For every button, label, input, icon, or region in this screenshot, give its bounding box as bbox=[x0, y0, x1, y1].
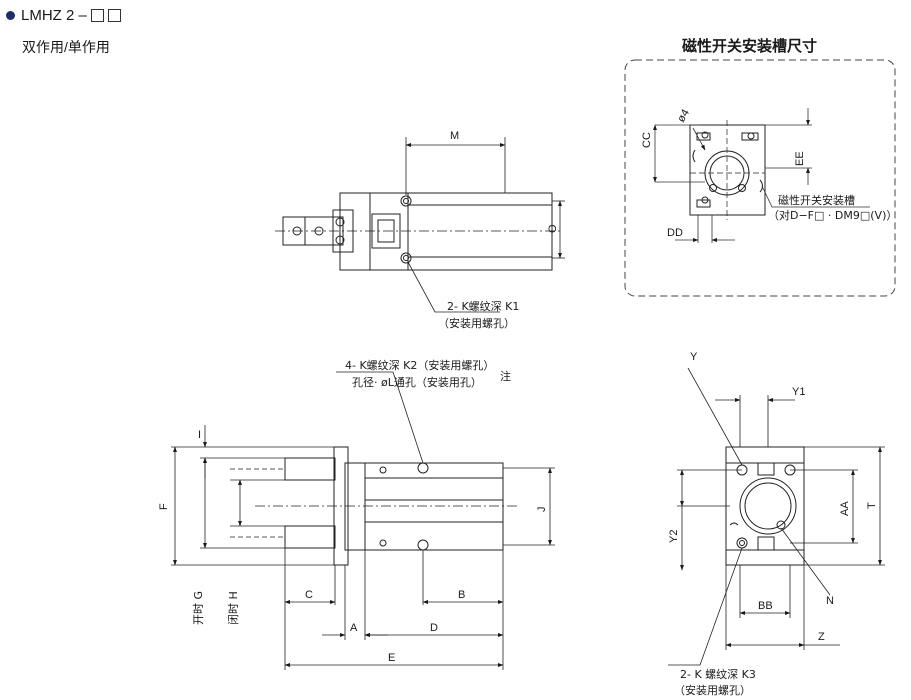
dim-y2: Y2 bbox=[668, 530, 680, 543]
slot-note-line2: （对D−F□ · DM9□(V)） bbox=[768, 208, 897, 222]
top-callout-line2: （安装用螺孔） bbox=[438, 316, 515, 330]
dim-d: D bbox=[430, 622, 438, 634]
end-callout-line2: （安装用螺孔） bbox=[674, 683, 751, 697]
dim-o: O bbox=[547, 224, 559, 233]
bullet-icon bbox=[6, 11, 15, 20]
dim-m: M bbox=[450, 130, 459, 142]
slot-note-line1: 磁性开关安装槽 bbox=[778, 193, 855, 207]
dim-y: Y bbox=[690, 351, 698, 363]
model-prefix: LMHZ 2 – bbox=[21, 7, 87, 24]
dim-j: J bbox=[536, 507, 548, 513]
top-callout-line1: 2- K螺纹深 K1 bbox=[447, 299, 519, 313]
dim-dia: ø4 bbox=[675, 107, 692, 124]
front-callout-line2: 孔径· øL通孔（安装用孔） bbox=[352, 375, 482, 389]
dim-aa: AA bbox=[839, 501, 851, 516]
dim-a: A bbox=[350, 622, 358, 634]
front-callout-note: 注 bbox=[500, 369, 511, 383]
dim-ee: EE bbox=[794, 151, 806, 166]
switch-slot-panel: CC ø4 EE DD 磁性开关安装槽 （对D−F□ · DM9□(V)） bbox=[624, 59, 897, 297]
dim-f: F bbox=[158, 503, 170, 510]
dim-h: 闭时 H bbox=[227, 591, 240, 625]
dim-i: I bbox=[198, 429, 201, 441]
slot-end-view bbox=[689, 120, 766, 220]
end-view bbox=[668, 367, 885, 666]
dim-z: Z bbox=[818, 631, 825, 643]
panel-title: 磁性开关安装槽尺寸 bbox=[682, 38, 818, 55]
dim-t: T bbox=[866, 502, 878, 509]
dim-y1: Y1 bbox=[792, 386, 805, 398]
action-type: 双作用/单作用 bbox=[22, 39, 110, 55]
front-callout-line1: 4- K螺纹深 K2（安装用螺孔） bbox=[345, 358, 494, 372]
dim-dd: DD bbox=[667, 227, 683, 239]
dim-b: B bbox=[458, 589, 465, 601]
dim-e: E bbox=[388, 652, 395, 664]
top-view bbox=[275, 137, 565, 313]
end-callout-line1: 2- K 螺纹深 K3 bbox=[680, 667, 756, 681]
option-box-icon bbox=[107, 9, 121, 22]
dim-cc: CC bbox=[641, 132, 653, 148]
dim-g: 开时 G bbox=[192, 591, 205, 625]
dim-c: C bbox=[305, 589, 313, 601]
front-view bbox=[171, 371, 555, 670]
dim-bb: BB bbox=[758, 600, 773, 612]
dim-n: N bbox=[826, 595, 834, 607]
model-code: LMHZ 2 – bbox=[6, 7, 121, 24]
option-box-icon bbox=[90, 9, 104, 22]
